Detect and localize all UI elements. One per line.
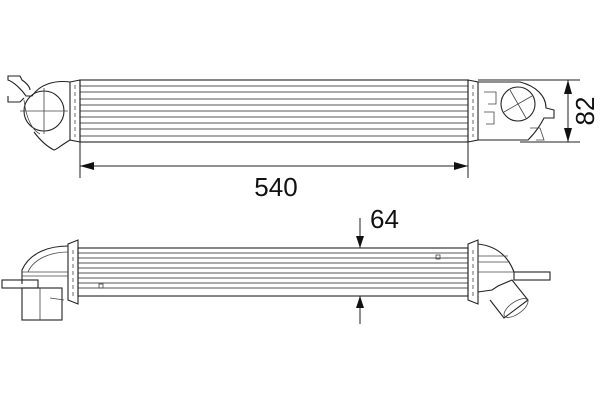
dimension-length-label: 540 (254, 172, 297, 202)
dimension-length: 540 (80, 162, 468, 202)
side-left-tank (1, 239, 79, 321)
top-right-tank (467, 79, 555, 143)
arrow-down-icon (356, 236, 364, 248)
side-core (77, 247, 469, 297)
top-core (79, 79, 469, 143)
side-view: 64 (1, 204, 551, 324)
dimension-depth-label: 64 (370, 204, 399, 234)
arrow-down-icon (564, 128, 572, 142)
dimension-height: 82 (564, 80, 600, 142)
side-right-tank (467, 239, 551, 319)
top-view: 540 82 (7, 75, 600, 202)
arrow-right-icon (454, 162, 468, 170)
arrow-up-icon (356, 296, 364, 308)
top-left-tank (7, 75, 81, 151)
dimension-depth: 64 (356, 204, 399, 324)
dimension-height-label: 82 (570, 97, 600, 126)
arrow-up-icon (564, 80, 572, 94)
arrow-left-icon (80, 162, 94, 170)
